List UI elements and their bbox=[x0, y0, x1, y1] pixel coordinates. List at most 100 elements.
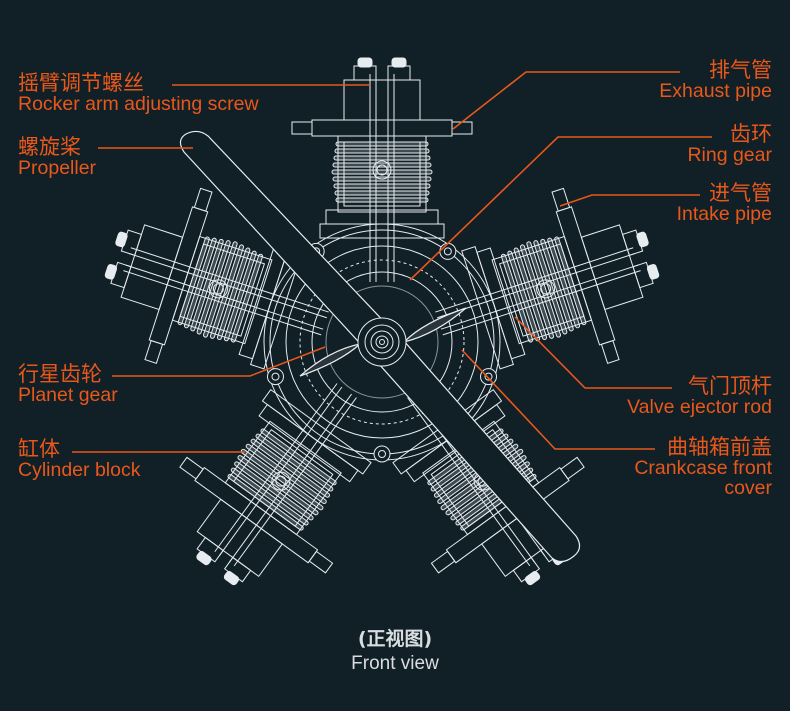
cylinder-head bbox=[120, 224, 184, 311]
intake-port bbox=[308, 550, 334, 574]
leader-valve-ejector-rod bbox=[514, 316, 672, 389]
exhaust-port bbox=[430, 550, 456, 574]
cooling-fin bbox=[260, 428, 337, 486]
cooling-fin bbox=[513, 247, 548, 341]
cylinder-inner bbox=[343, 141, 421, 207]
adjusting-screw bbox=[391, 57, 407, 68]
mounting-lug-hole bbox=[378, 450, 386, 458]
label-valve-ejector-rod-cn: 气门顶杆 bbox=[688, 374, 772, 398]
rocker-nut bbox=[387, 65, 411, 81]
pushrod bbox=[407, 397, 531, 567]
piston-pin bbox=[271, 471, 291, 491]
cylinder-4 bbox=[179, 383, 372, 586]
cooling-fin bbox=[230, 467, 309, 526]
adjusting-screw bbox=[196, 551, 212, 566]
label-propeller-en: Propeller bbox=[18, 157, 97, 179]
ring-gear-outer bbox=[285, 245, 479, 439]
ring-gear-inner bbox=[311, 271, 453, 413]
label-crankcase-cover: 曲轴箱前盖 Crankcase front cover bbox=[634, 437, 772, 498]
pushrod bbox=[228, 393, 352, 563]
adjusting-screw bbox=[357, 57, 373, 68]
cooling-fin bbox=[255, 433, 334, 492]
exhaust-port bbox=[193, 187, 213, 212]
cooling-fin bbox=[331, 169, 433, 175]
cooling-fin bbox=[216, 247, 251, 341]
cylinder-2 bbox=[435, 187, 660, 370]
mounting-lug bbox=[373, 445, 391, 463]
label-intake-pipe: 进气管 Intake pipe bbox=[677, 183, 772, 225]
adjusting-screw bbox=[524, 571, 541, 586]
cylinder-head bbox=[196, 498, 283, 577]
cooling-fin bbox=[202, 241, 238, 338]
rocker-nut bbox=[353, 65, 377, 81]
hub-ring bbox=[379, 339, 385, 345]
intake-port bbox=[291, 121, 313, 135]
pushrod bbox=[123, 270, 322, 336]
label-ring-gear: 齿环 Ring gear bbox=[687, 124, 772, 166]
cooling-fin bbox=[334, 190, 430, 196]
pushrod bbox=[440, 264, 639, 330]
cooling-fin bbox=[334, 148, 430, 154]
cooling-fin bbox=[234, 461, 314, 521]
cooling-fin bbox=[547, 237, 581, 329]
piston-pin bbox=[208, 279, 228, 299]
cooling-fin bbox=[333, 155, 431, 161]
cooling-fin bbox=[230, 253, 264, 343]
cylinder-flange bbox=[319, 223, 445, 239]
label-crankcase-cover-cn: 曲轴箱前盖 bbox=[667, 435, 772, 459]
label-cylinder-block-cn: 缸体 bbox=[18, 437, 60, 461]
adjusting-screw bbox=[223, 571, 240, 586]
label-intake-pipe-en: Intake pipe bbox=[676, 203, 772, 225]
label-propeller: 螺旋桨 Propeller bbox=[18, 137, 96, 179]
label-rocker-arm-en: Rocker arm adjusting screw bbox=[18, 93, 259, 115]
intake-port bbox=[144, 339, 164, 364]
head-flange bbox=[311, 119, 453, 137]
label-valve-ejector-rod: 气门顶杆 Valve ejector rod bbox=[627, 376, 772, 418]
cooling-fin bbox=[526, 241, 562, 338]
piston-pin-inner bbox=[275, 475, 287, 487]
leader-exhaust-pipe bbox=[452, 71, 680, 130]
cooling-fin bbox=[223, 250, 257, 342]
exhaust-port bbox=[179, 456, 204, 480]
pushrod bbox=[435, 247, 634, 313]
cooling-fin bbox=[335, 141, 429, 147]
cylinder-inner bbox=[179, 243, 266, 337]
pushrod bbox=[130, 247, 329, 313]
cylinder-1 bbox=[291, 57, 473, 282]
pushrod bbox=[125, 264, 324, 330]
cylinder-inner bbox=[233, 428, 334, 527]
label-rocker-arm-cn: 摇臂调节螺丝 bbox=[18, 71, 144, 95]
hub-drawing bbox=[357, 317, 407, 367]
planet-carrier bbox=[325, 285, 439, 399]
adjusting-screw bbox=[636, 231, 649, 248]
cooling-fin bbox=[540, 238, 574, 332]
cylinder-inner bbox=[498, 243, 585, 337]
label-ring-gear-cn: 齿环 bbox=[730, 122, 772, 146]
cylinder-head bbox=[580, 224, 644, 311]
intake-port bbox=[560, 456, 585, 480]
exhaust-port bbox=[600, 339, 620, 364]
hub-ring bbox=[375, 335, 389, 349]
pushrod bbox=[437, 253, 636, 319]
label-valve-ejector-rod-en: Valve ejector rod bbox=[627, 396, 772, 418]
leader-lines bbox=[72, 71, 712, 453]
label-cylinder-block-en: Cylinder block bbox=[18, 459, 141, 481]
intake-port bbox=[551, 187, 571, 212]
label-propeller-cn: 螺旋桨 bbox=[18, 135, 81, 159]
piston-pin bbox=[536, 279, 556, 299]
mounting-lug bbox=[439, 242, 457, 260]
cooling-fin bbox=[500, 253, 534, 343]
piston-pin-inner bbox=[540, 283, 552, 295]
piston-pin-inner bbox=[212, 283, 224, 295]
label-exhaust-pipe: 排气管 Exhaust pipe bbox=[659, 60, 772, 102]
leader-intake-pipe bbox=[559, 194, 700, 207]
piston-pin bbox=[372, 160, 392, 180]
mounting-lug bbox=[266, 368, 284, 386]
ring-gear-teeth bbox=[299, 259, 465, 425]
label-crankcase-cover-en2: cover bbox=[724, 476, 772, 499]
cooling-fin bbox=[183, 237, 217, 329]
adjusting-screw bbox=[646, 264, 660, 280]
mounting-lug bbox=[480, 368, 498, 386]
cooling-fin bbox=[333, 183, 431, 189]
